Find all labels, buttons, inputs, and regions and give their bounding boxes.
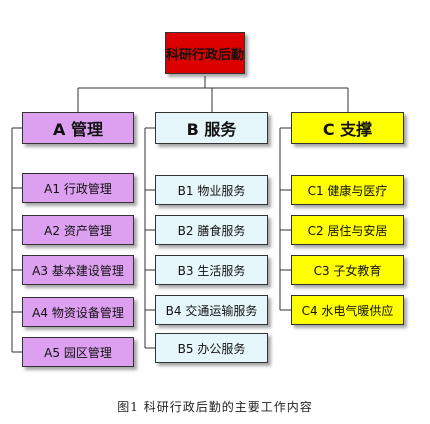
item-a1: A1 行政管理 [22, 173, 134, 203]
item-a4: A4 物资设备管理 [22, 297, 134, 327]
root-node: 科研行政后勤 [165, 32, 245, 74]
item-b5: B5 办公服务 [155, 333, 268, 363]
item-a3: A3 基本建设管理 [22, 255, 134, 285]
item-b1: B1 物业服务 [155, 175, 268, 205]
item-a5: A5 园区管理 [22, 337, 134, 367]
figure-caption: 图1 科研行政后勤的主要工作内容 [117, 400, 313, 414]
category-a: A 管理 [22, 112, 134, 144]
item-c4: C4 水电气暖供应 [291, 295, 404, 325]
item-c2: C2 居住与安居 [291, 215, 404, 245]
item-c1: C1 健康与医疗 [291, 175, 404, 205]
category-c: C 支撑 [291, 112, 404, 144]
category-b: B 服务 [155, 112, 268, 144]
item-a2: A2 资产管理 [22, 215, 134, 245]
item-b4: B4 交通运输服务 [155, 295, 268, 325]
item-b3: B3 生活服务 [155, 255, 268, 285]
item-c3: C3 子女教育 [291, 255, 404, 285]
item-b2: B2 膳食服务 [155, 215, 268, 245]
